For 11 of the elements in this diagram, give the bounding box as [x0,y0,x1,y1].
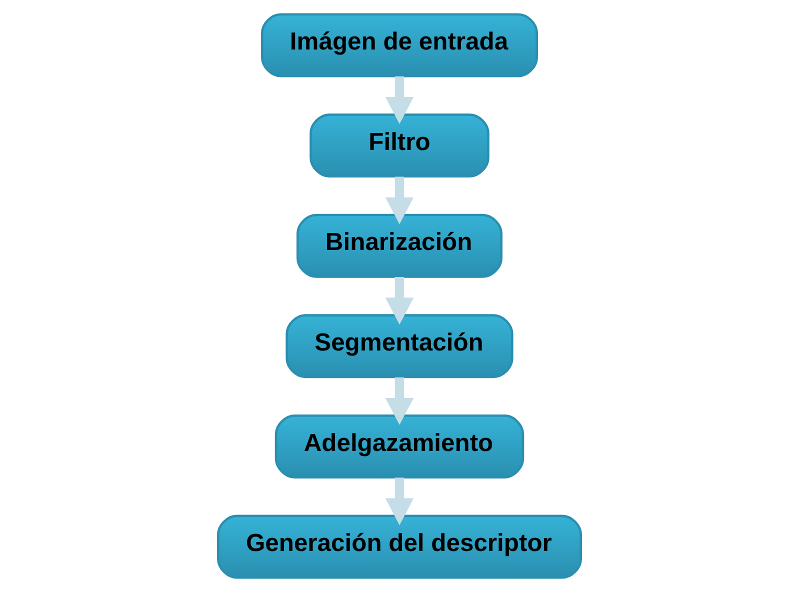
arrow [384,377,414,425]
node-box: Generación del descriptor [216,514,582,579]
arrow [384,478,414,526]
arrow [384,277,414,325]
node-box: Binarización [296,214,502,278]
node-box: Adelgazamiento [274,414,524,478]
arrow [384,76,414,124]
node-box: Segmentación [285,314,513,378]
arrow [384,176,414,224]
node-box: Filtro [309,114,489,178]
node-box: Imágen de entrada [260,13,538,78]
